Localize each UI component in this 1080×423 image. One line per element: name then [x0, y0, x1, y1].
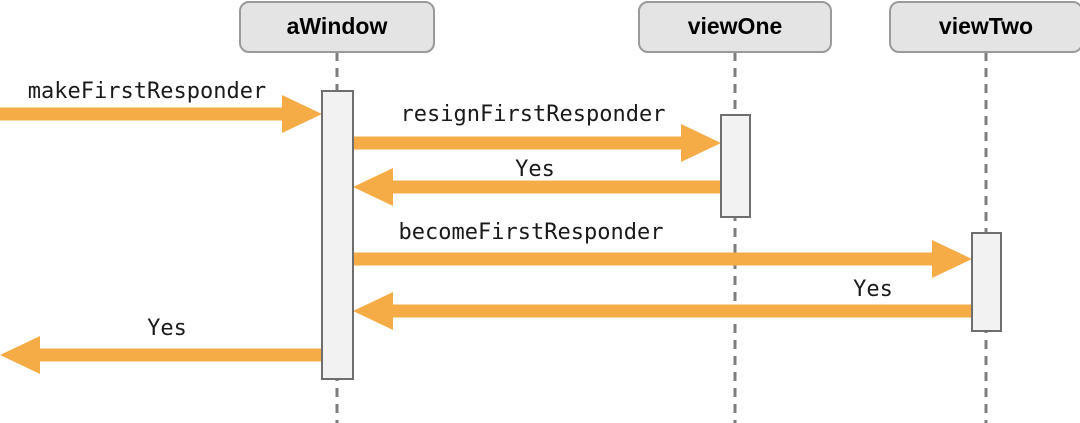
participant-box-rect: [638, 1, 832, 53]
message-label-yes-viewone: Yes: [515, 157, 555, 182]
participant-label: aWindow: [287, 13, 388, 39]
message-label-make-first-responder: makeFirstResponder: [28, 79, 266, 104]
message-yes-viewtwo: [353, 292, 972, 330]
message-arrow-shape: [353, 292, 972, 330]
activation-bar-viewone: [720, 114, 751, 218]
participant-viewone[interactable]: viewOne: [638, 1, 832, 53]
activation-bar-viewtwo: [971, 232, 1002, 332]
message-label-yes-final: Yes: [147, 316, 187, 341]
participant-viewtwo[interactable]: viewTwo: [889, 1, 1080, 53]
participants-layer: aWindow viewOne viewTwo: [239, 1, 1080, 53]
participant-box-rect: [239, 1, 435, 53]
message-arrow-shape: [353, 124, 721, 162]
activation-bar-awindow: [321, 90, 354, 380]
message-resign-first-responder: [353, 124, 721, 162]
message-arrow-shape: [353, 240, 972, 278]
participant-awindow[interactable]: aWindow: [239, 1, 435, 53]
message-yes-viewone: [353, 168, 721, 206]
message-label-become-first-responder: becomeFirstResponder: [399, 220, 664, 245]
message-label-resign-first-responder: resignFirstResponder: [401, 102, 666, 127]
participant-box-rect: [889, 1, 1080, 53]
message-yes-final: [0, 336, 322, 374]
messages-layer: [0, 95, 972, 374]
message-arrow-shape: [0, 95, 322, 133]
activations-layer: [321, 90, 1002, 380]
message-arrow-shape: [353, 168, 721, 206]
labels-layer: makeFirstResponder resignFirstResponderYe…: [28, 79, 893, 341]
message-label-yes-viewtwo: Yes: [853, 277, 893, 302]
message-make-first-responder: [0, 95, 322, 133]
message-arrow-shape: [0, 336, 322, 374]
message-become-first-responder: [353, 240, 972, 278]
participant-label: viewTwo: [939, 13, 1033, 39]
participant-label: viewOne: [688, 13, 783, 39]
